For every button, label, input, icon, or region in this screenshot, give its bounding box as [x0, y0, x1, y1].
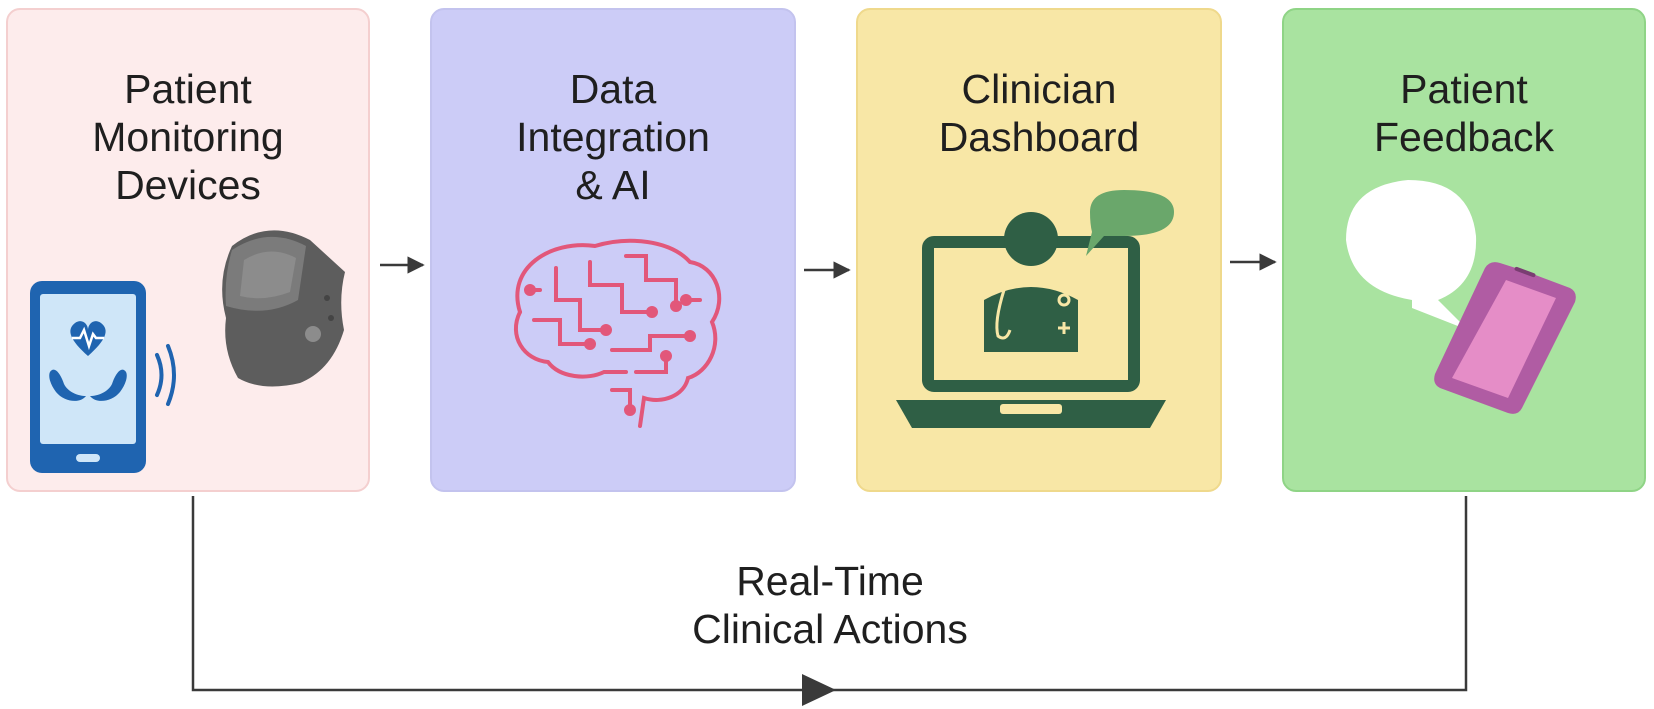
ai-brain-icon — [513, 238, 722, 428]
panel-title: Data Integration & AI — [516, 66, 710, 208]
smartphone-icon — [1434, 262, 1576, 414]
panel-title: Patient Monitoring Devices — [92, 66, 284, 208]
panel-patient-feedback: Patient Feedback — [1282, 8, 1646, 492]
panel-title: Patient Feedback — [1373, 66, 1555, 160]
tablet-heart-icon — [30, 281, 176, 473]
laptop-clinician-icon — [896, 190, 1174, 428]
speech-bubble-icon — [1346, 180, 1477, 330]
panel-title: Clinician Dashboard — [938, 66, 1140, 160]
panel-data-integration-ai: Data Integration & AI — [430, 8, 796, 492]
feedback-loop-line — [191, 496, 1468, 692]
feedback-loop-label: Real-Time Clinical Actions — [692, 558, 968, 652]
smartwatch-icon — [222, 230, 345, 387]
feedback-loop-arrowhead — [802, 674, 836, 706]
